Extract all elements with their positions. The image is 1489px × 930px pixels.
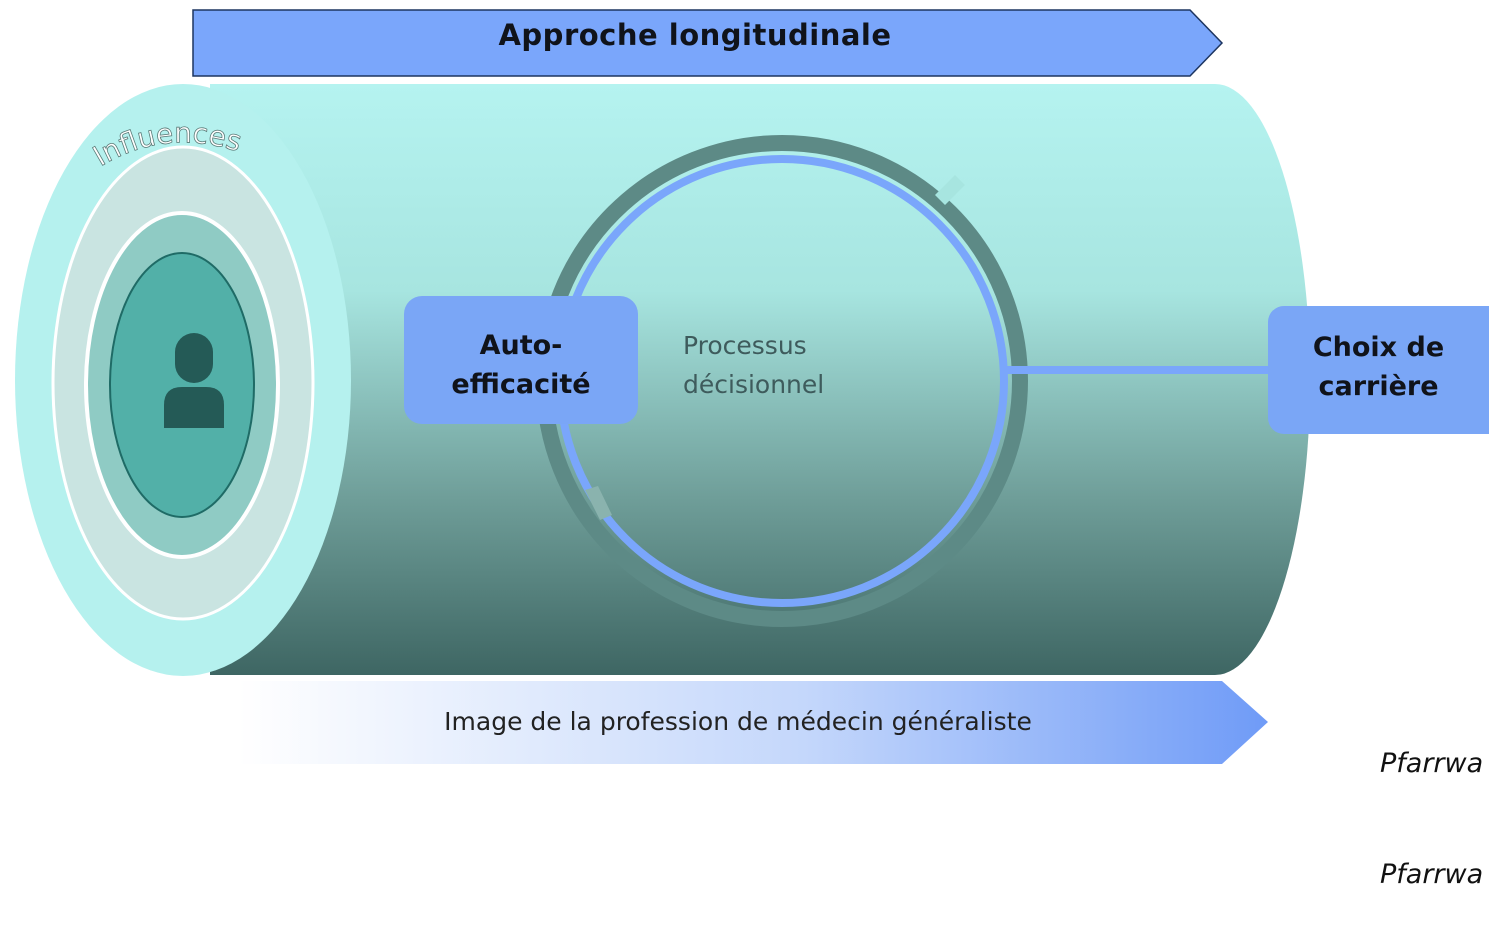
- top-arrow-label: Approche longitudinale: [498, 18, 892, 52]
- bottom-arrow-label: Image de la profession de médecin généra…: [444, 707, 1032, 736]
- self-efficacy-line2: efficacité: [451, 369, 591, 400]
- career-label: Choix de carrière: [1268, 328, 1489, 406]
- process-line1: Processus: [683, 331, 807, 360]
- self-efficacy-box: [404, 296, 638, 424]
- process-label: Processus décisionnel: [655, 326, 895, 404]
- citation: Pfarrwa Pfarrwa: [1380, 671, 1483, 930]
- career-line2: carrière: [1318, 371, 1439, 402]
- citation-line2: Pfarrwa: [1380, 859, 1484, 890]
- self-efficacy-line1: Auto-: [479, 330, 563, 361]
- top-arrow: [192, 9, 1224, 77]
- diagram-canvas: Influences: [15, 9, 1489, 764]
- career-line1: Choix de: [1312, 332, 1445, 363]
- career-choice-box: [1268, 306, 1489, 434]
- influence-ring-inner: [109, 252, 255, 518]
- self-efficacy-label: Auto- efficacité: [404, 326, 638, 404]
- bottom-arrow: [238, 681, 1268, 764]
- cylinder-body: [210, 84, 1311, 675]
- person-icon: [164, 333, 224, 428]
- process-line2: décisionnel: [683, 370, 825, 399]
